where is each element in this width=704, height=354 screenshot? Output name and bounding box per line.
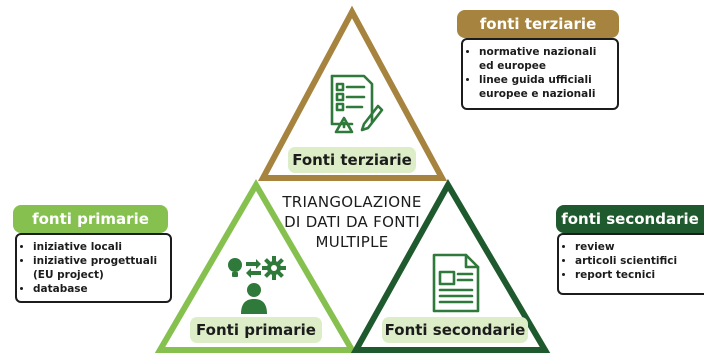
secondary-list: review articoli scientifici report tecni… xyxy=(559,235,704,287)
center-title-line1: TRIANGOLAZIONE xyxy=(282,193,422,211)
checklist-icon xyxy=(330,74,384,134)
list-item: report tecnici xyxy=(575,268,698,282)
tertiary-list-box: normative nazionali ed europee linee gui… xyxy=(461,38,619,110)
triangle-primary xyxy=(154,179,358,353)
list-item: articoli scientifici xyxy=(575,254,698,268)
center-title-line3: MULTIPLE xyxy=(315,233,389,251)
tertiary-list: normative nazionali ed europee linee gui… xyxy=(463,40,617,106)
primary-list: iniziative locali iniziative progettuali… xyxy=(17,235,170,301)
triangle-label-tertiary: Fonti terziarie xyxy=(288,147,416,173)
primary-header: fonti primarie xyxy=(13,205,168,233)
triangle-label-primary: Fonti primarie xyxy=(190,317,322,343)
triangle-label-secondary: Fonti secondarie xyxy=(382,317,528,343)
idea-gear-person-icon xyxy=(228,256,286,314)
document-icon xyxy=(432,253,480,313)
triangle-secondary xyxy=(350,178,551,353)
primary-list-box: iniziative locali iniziative progettuali… xyxy=(15,233,172,303)
list-item: iniziative progettuali (EU project) xyxy=(33,254,164,282)
center-title-line2: DI DATI DA FONTI xyxy=(284,213,420,231)
center-title: TRIANGOLAZIONE DI DATI DA FONTI MULTIPLE xyxy=(262,192,442,252)
list-item: database xyxy=(33,282,164,296)
secondary-header: fonti secondarie xyxy=(556,205,704,233)
tertiary-header: fonti terziarie xyxy=(457,10,619,38)
secondary-list-box: review articoli scientifici report tecni… xyxy=(557,233,704,295)
triangle-tertiary xyxy=(257,5,448,181)
list-item: review xyxy=(575,240,698,254)
list-item: linee guida ufficiali europee e nazional… xyxy=(479,73,611,101)
list-item: iniziative locali xyxy=(33,240,164,254)
list-item: normative nazionali ed europee xyxy=(479,45,611,73)
